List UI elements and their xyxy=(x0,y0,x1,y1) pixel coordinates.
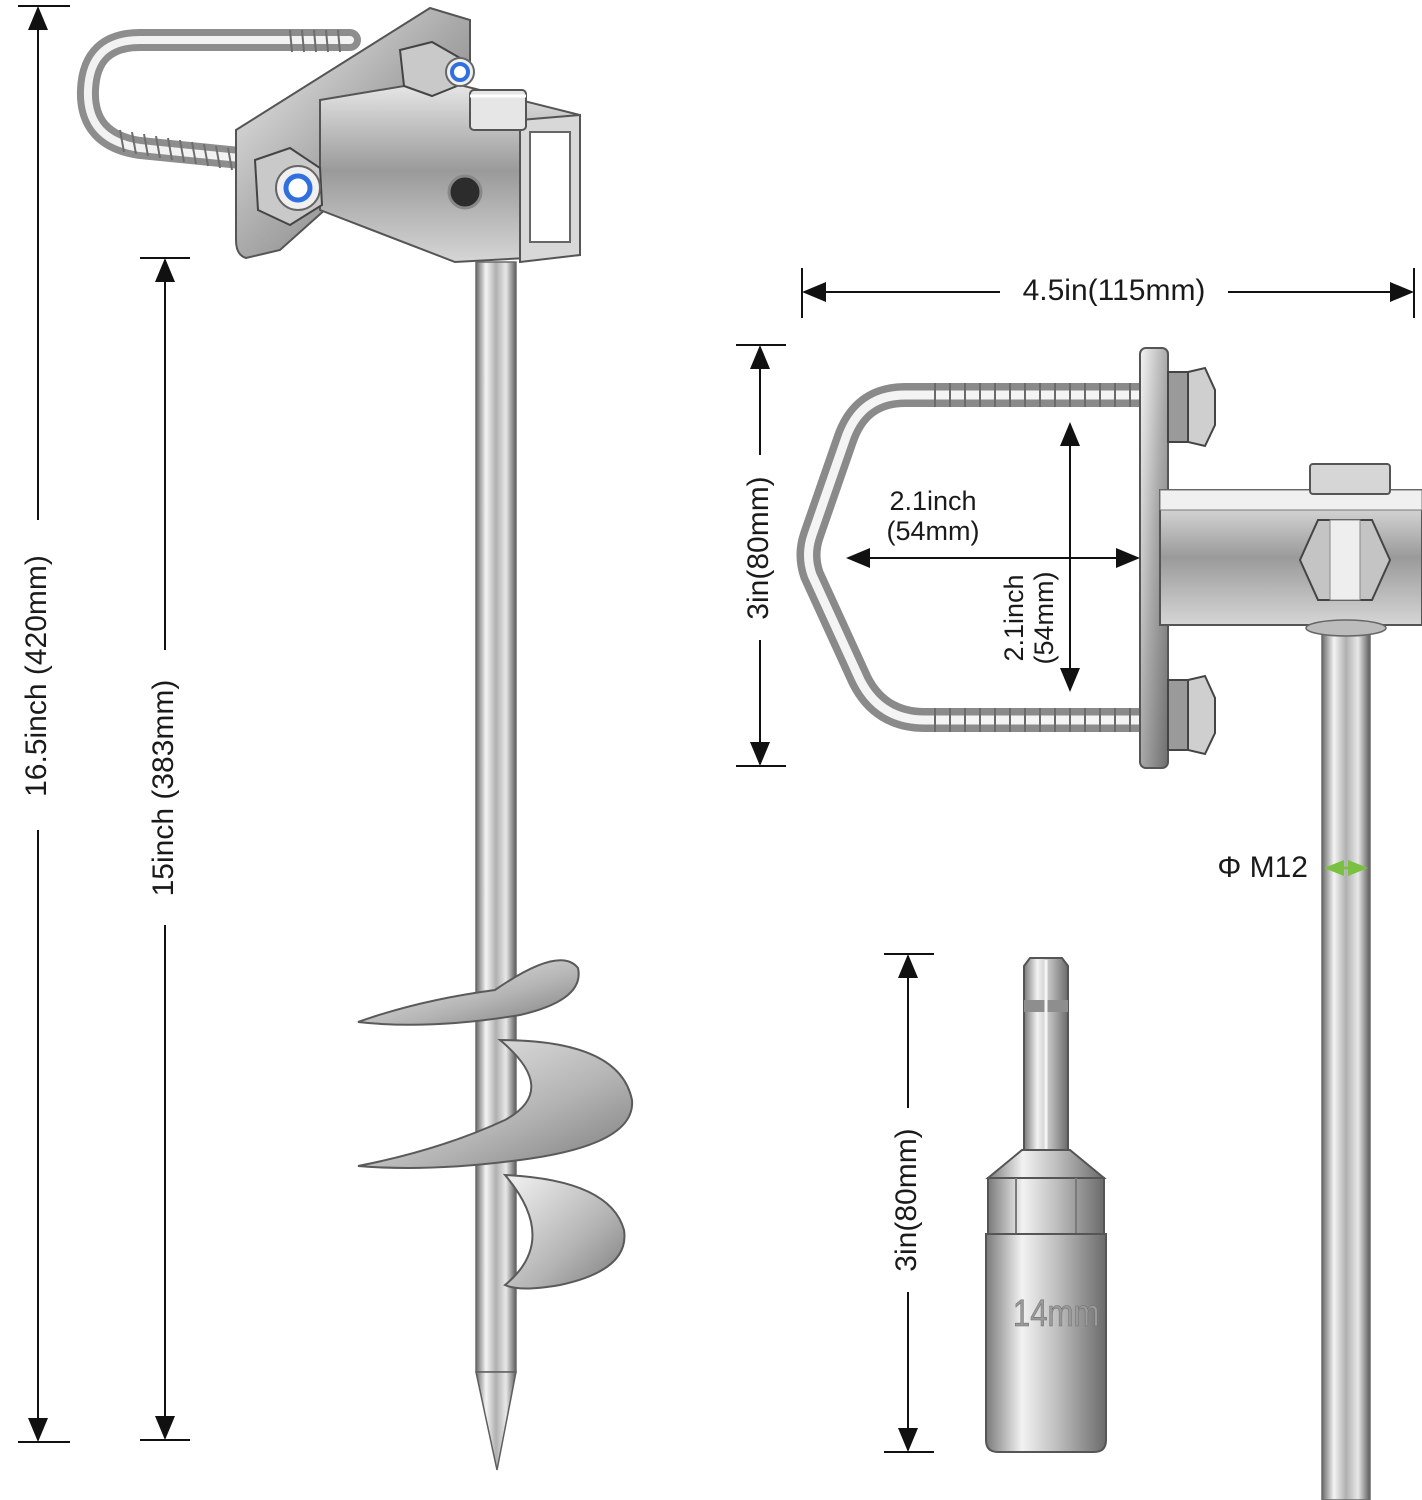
nut-bottom-detail xyxy=(1167,674,1216,756)
bracket-width-dimension: 4.5in(115mm) xyxy=(801,268,1415,318)
socket-adapter-illustration: 14mm xyxy=(985,957,1107,1453)
ubolt-height-label-inch: 2.1inch xyxy=(999,574,1029,661)
lock-nut-upper xyxy=(398,40,475,98)
socket-body xyxy=(985,1233,1107,1453)
ubolt-height-dimension: 2.1inch (54mm) xyxy=(999,422,1080,692)
shaft-length-label: 15inch (383mm) xyxy=(147,680,180,897)
nut-top-detail xyxy=(1167,366,1216,448)
auger-anchor-illustration xyxy=(76,6,634,1471)
auger-shaft xyxy=(475,261,517,1373)
ubolt-width-label-inch: 2.1inch xyxy=(889,486,976,516)
helix-blades xyxy=(357,959,634,1290)
auger-tip xyxy=(475,1371,517,1471)
rod-detail xyxy=(1321,624,1371,1500)
bracket-detail-illustration xyxy=(796,347,1422,1500)
ubolt-height-label-mm: (54mm) xyxy=(1029,572,1059,665)
total-length-label: 16.5inch (420mm) xyxy=(20,555,53,797)
lock-nut-lower xyxy=(253,146,324,227)
bracket-height-dimension: 3in(80mm) xyxy=(736,344,786,767)
socket-size-label: 14mm xyxy=(1013,1293,1100,1335)
shaft-length-dimension: 15inch (383mm) xyxy=(140,257,190,1441)
ubolt-width-dimension: 2.1inch (54mm) xyxy=(846,486,1140,568)
socket-length-dimension: 3in(80mm) xyxy=(884,953,934,1453)
socket-length-label: 3in(80mm) xyxy=(890,1128,923,1271)
total-length-dimension: 16.5inch (420mm) xyxy=(18,5,70,1443)
bracket-height-label: 3in(80mm) xyxy=(742,476,775,619)
rod-diameter-dimension: Φ M12 xyxy=(1217,851,1368,884)
bracket-width-label: 4.5in(115mm) xyxy=(1023,274,1206,307)
rod-diameter-label: Φ M12 xyxy=(1217,851,1308,884)
ubolt-width-label-mm: (54mm) xyxy=(887,516,980,546)
